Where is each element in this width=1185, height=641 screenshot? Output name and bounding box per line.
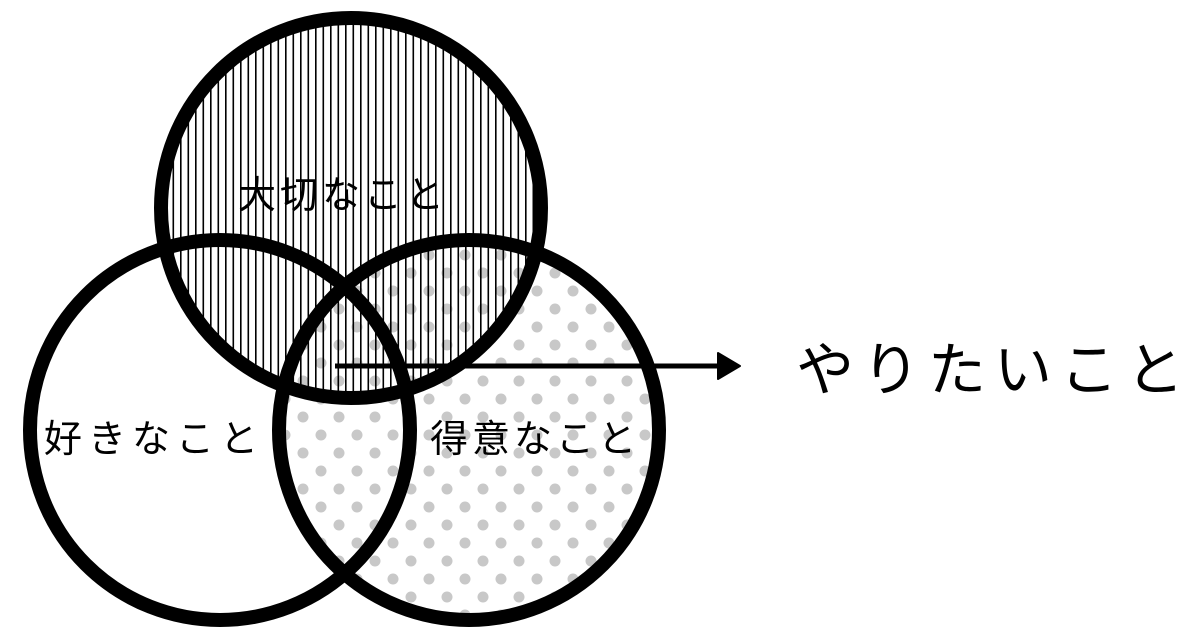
label-good-at: 得意なこと (430, 417, 640, 461)
arrow-head-icon (717, 352, 741, 380)
important-fill (161, 18, 541, 398)
label-like: 好きなこと (44, 417, 264, 461)
good-at-circle (272, 233, 666, 627)
like-circle (23, 233, 417, 627)
important-circle (154, 11, 548, 405)
label-result: やりたいこと (796, 336, 1185, 404)
label-important: 大切なこと (238, 173, 448, 217)
